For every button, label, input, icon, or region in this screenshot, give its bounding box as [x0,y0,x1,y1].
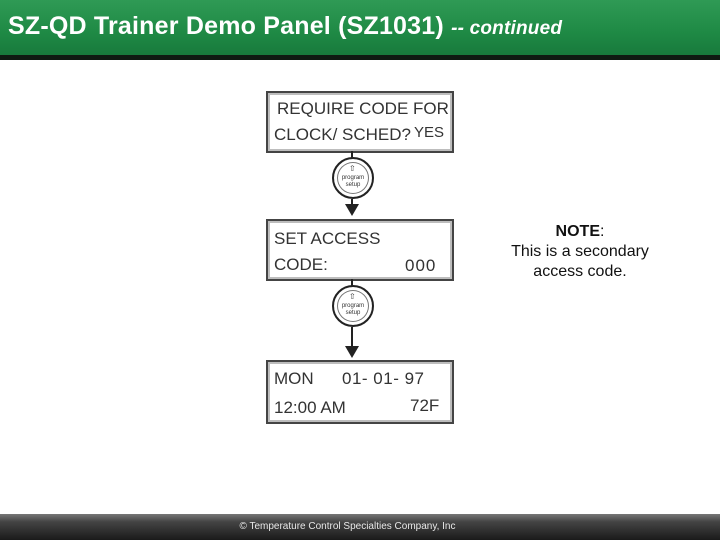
lcd-line2-label: CLOCK/ SCHED? [274,125,411,144]
lcd-screen-set-access: SET ACCESS CODE: 000 [266,219,454,281]
program-setup-icon: ⇧ [349,164,356,173]
footer-bar: © Temperature Control Specialties Compan… [0,514,720,540]
note-callout: NOTE: This is a secondary access code. [470,222,690,282]
button-label-top: program [341,303,365,309]
page-title: SZ-QD Trainer Demo Panel (SZ1031) -- con… [8,12,562,41]
lcd-line2-value: 000 [405,256,437,275]
note-heading-line: NOTE: [555,223,605,240]
footer-copyright: © Temperature Control Specialties Compan… [239,521,456,532]
note-body-line2: access code. [533,263,627,280]
title-bar [0,0,720,58]
flow-connector [351,199,353,205]
button-label-bottom: setup [345,182,361,188]
flow-arrow-icon [345,204,359,216]
title-divider [0,55,720,60]
lcd-line1: SET ACCESS [274,229,381,248]
program-setup-icon: ⇧ [349,292,356,301]
lcd-time: 12:00 AM [274,398,346,417]
lcd-line2-value: YES [414,124,445,141]
lcd-date: 01- 01- 97 [342,369,425,388]
page-title-main: SZ-QD Trainer Demo Panel (SZ1031) [8,12,444,40]
button-label-bottom: setup [345,310,361,316]
flow-connector [351,327,353,348]
note-body-line1: This is a secondary [511,243,649,260]
button-label-top: program [341,175,365,181]
page-title-suffix: -- continued [451,18,563,39]
program-setup-button[interactable]: ⇧ program setup [332,157,374,199]
flow-arrow-icon [345,346,359,358]
program-setup-button[interactable]: ⇧ program setup [332,285,374,327]
flow-connector [351,279,353,288]
flow-connector [351,151,353,161]
lcd-day: MON [274,369,314,388]
lcd-screen-clock: MON 01- 01- 97 12:00 AM 72F [266,360,454,424]
lcd-line2-label: CODE: [274,255,328,274]
lcd-temperature: 72F [410,396,440,415]
note-heading: NOTE [555,223,600,240]
lcd-screen-require-code: REQUIRE CODE FOR CLOCK/ SCHED? YES [266,91,454,153]
lcd-line1: REQUIRE CODE FOR [277,99,449,118]
